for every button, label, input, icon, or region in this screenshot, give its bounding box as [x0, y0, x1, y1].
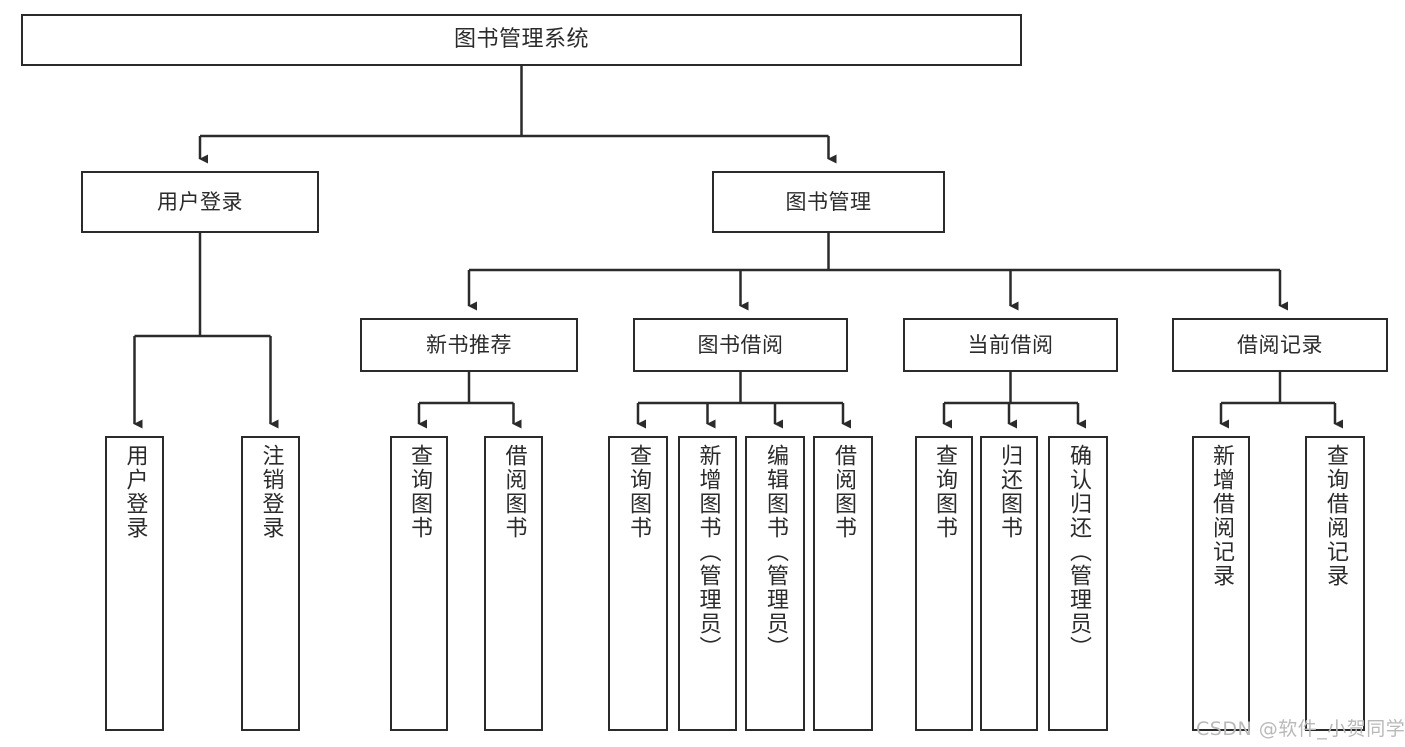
node-label: 查询图书 [625, 444, 651, 540]
node-leaf-query-book-1[interactable]: 查询图书 [390, 436, 448, 731]
node-label: 借阅记录 [1237, 332, 1323, 357]
node-leaf-query-book-2[interactable]: 查询图书 [608, 436, 668, 731]
node-label: 注销登录 [258, 444, 284, 540]
node-current-borrow[interactable]: 当前借阅 [903, 318, 1118, 372]
node-book-borrow[interactable]: 图书借阅 [633, 318, 848, 372]
node-leaf-confirm-return[interactable]: 确认归还（管理员） [1048, 436, 1108, 731]
node-label: 查询借阅记录 [1322, 444, 1348, 588]
node-label: 借阅图书 [501, 444, 527, 540]
node-new-book-recommend[interactable]: 新书推荐 [360, 318, 578, 372]
node-label: 归还图书 [996, 444, 1022, 540]
node-book-manage[interactable]: 图书管理 [712, 171, 945, 233]
node-label: 图书管理 [785, 189, 872, 214]
node-label: 图书借阅 [697, 332, 784, 357]
node-leaf-user-login[interactable]: 用户登录 [105, 436, 164, 731]
node-label: 借阅图书 [830, 444, 856, 540]
node-label: 用户登录 [122, 444, 148, 540]
node-label: 查询图书 [406, 444, 432, 540]
node-leaf-return-book[interactable]: 归还图书 [980, 436, 1038, 731]
node-label: 查询图书 [931, 444, 957, 540]
node-leaf-add-book[interactable]: 新增图书（管理员） [678, 436, 737, 731]
node-label: 新增图书（管理员） [695, 444, 721, 660]
node-label: 当前借阅 [967, 332, 1054, 357]
node-leaf-borrow-book-2[interactable]: 借阅图书 [813, 436, 873, 731]
node-leaf-edit-book[interactable]: 编辑图书（管理员） [745, 436, 805, 731]
node-borrow-record[interactable]: 借阅记录 [1172, 318, 1388, 372]
node-label: 用户登录 [157, 189, 243, 214]
node-leaf-query-book-3[interactable]: 查询图书 [915, 436, 973, 731]
node-label: 确认归还（管理员） [1065, 444, 1091, 660]
node-label: 编辑图书（管理员） [762, 444, 788, 660]
node-user-login[interactable]: 用户登录 [81, 171, 319, 233]
node-label: 新增借阅记录 [1208, 444, 1234, 588]
node-label: 图书管理系统 [453, 27, 589, 53]
node-leaf-query-record[interactable]: 查询借阅记录 [1305, 436, 1365, 731]
csdn-watermark: CSDN @软件_小贺同学 [1196, 718, 1405, 740]
node-label: 新书推荐 [426, 332, 512, 357]
node-leaf-logout[interactable]: 注销登录 [241, 436, 300, 731]
node-root[interactable]: 图书管理系统 [21, 14, 1022, 66]
node-leaf-borrow-book-1[interactable]: 借阅图书 [484, 436, 543, 731]
node-leaf-add-record[interactable]: 新增借阅记录 [1192, 436, 1250, 731]
